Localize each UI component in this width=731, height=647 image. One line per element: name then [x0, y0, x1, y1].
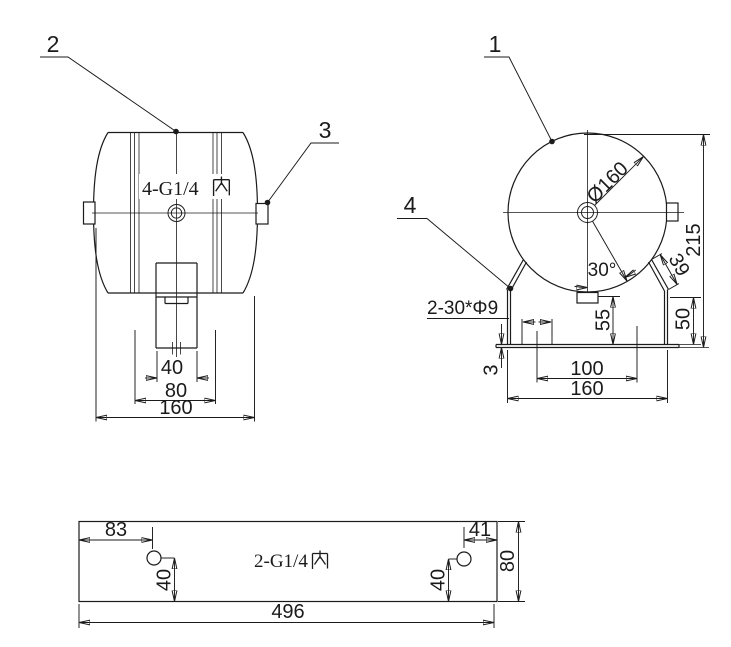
side-view: 4-G1/4 40 80 160 2 3 [40, 31, 339, 422]
side-port-thread-label: 4-G1/4 [142, 178, 199, 200]
cjk-nei-glyph [212, 176, 231, 196]
dim-3-text: 3 [481, 364, 503, 375]
end-center-port [576, 201, 599, 224]
dim-215-text: 215 [683, 223, 705, 256]
dim-50-text: 50 [673, 308, 695, 330]
end-right-fitting [665, 202, 679, 222]
dim-83-text: 83 [105, 519, 127, 541]
angle-label: 30° [588, 260, 617, 281]
diameter-radial-line [587, 157, 644, 213]
callout-2-leader [40, 56, 179, 135]
bottom-port [576, 291, 599, 304]
dim-496-text: 496 [271, 601, 304, 623]
dim-41-text: 41 [469, 519, 491, 541]
end-view-dimensions [427, 134, 710, 403]
callout-4-leader [397, 218, 514, 292]
side-view-dimensions [95, 228, 255, 422]
dim-40-left-text: 40 [154, 569, 176, 591]
plate-outline [78, 520, 498, 603]
dim-160-text: 160 [159, 397, 192, 419]
side-view-centerlines [92, 131, 258, 357]
right-port-fitting [255, 202, 269, 225]
dim-160-end-text: 160 [570, 378, 603, 400]
callout-1-leader [484, 56, 555, 145]
bracket-holes-label: 2-30*Φ9 [427, 298, 498, 319]
dim-40-text: 40 [161, 357, 183, 379]
plate-thread-label: 2-G1/4 [254, 551, 308, 572]
angle-radial-line [574, 212, 636, 288]
dim-80-text: 80 [165, 380, 187, 402]
center-port [167, 204, 186, 222]
callout-2: 2 [47, 31, 60, 57]
dim-55-text: 55 [593, 309, 615, 331]
dim-80-plate-text: 80 [497, 550, 519, 572]
end-view: Ø160 30° 2-30*Φ9 55 50 215 3 100 160 39 … [397, 31, 710, 403]
plate-hole-left [146, 550, 162, 566]
label-backing [139, 174, 236, 199]
plate-dimensions [78, 521, 525, 628]
plate-hole-right [456, 551, 472, 567]
callout-4: 4 [404, 192, 417, 218]
cjk-nei-glyph-plate [311, 550, 329, 569]
callout-3-leader [264, 142, 339, 206]
plate-view: 83 41 40 40 80 496 2-G1/4 [78, 519, 525, 628]
callout-3: 3 [319, 117, 332, 143]
dim-100-text: 100 [570, 358, 603, 380]
dim-40-right-text: 40 [428, 569, 450, 591]
callout-1: 1 [489, 31, 502, 57]
